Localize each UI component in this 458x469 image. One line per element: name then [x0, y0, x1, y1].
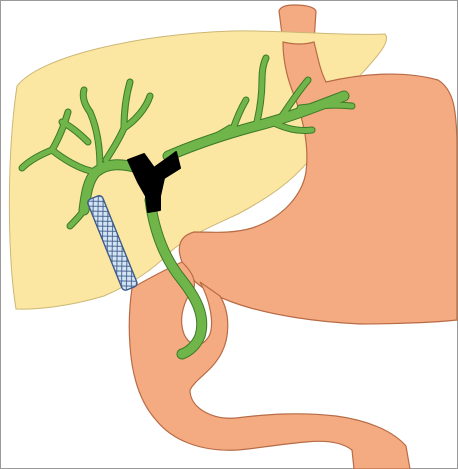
left-hepatic-branch: [300, 105, 352, 108]
